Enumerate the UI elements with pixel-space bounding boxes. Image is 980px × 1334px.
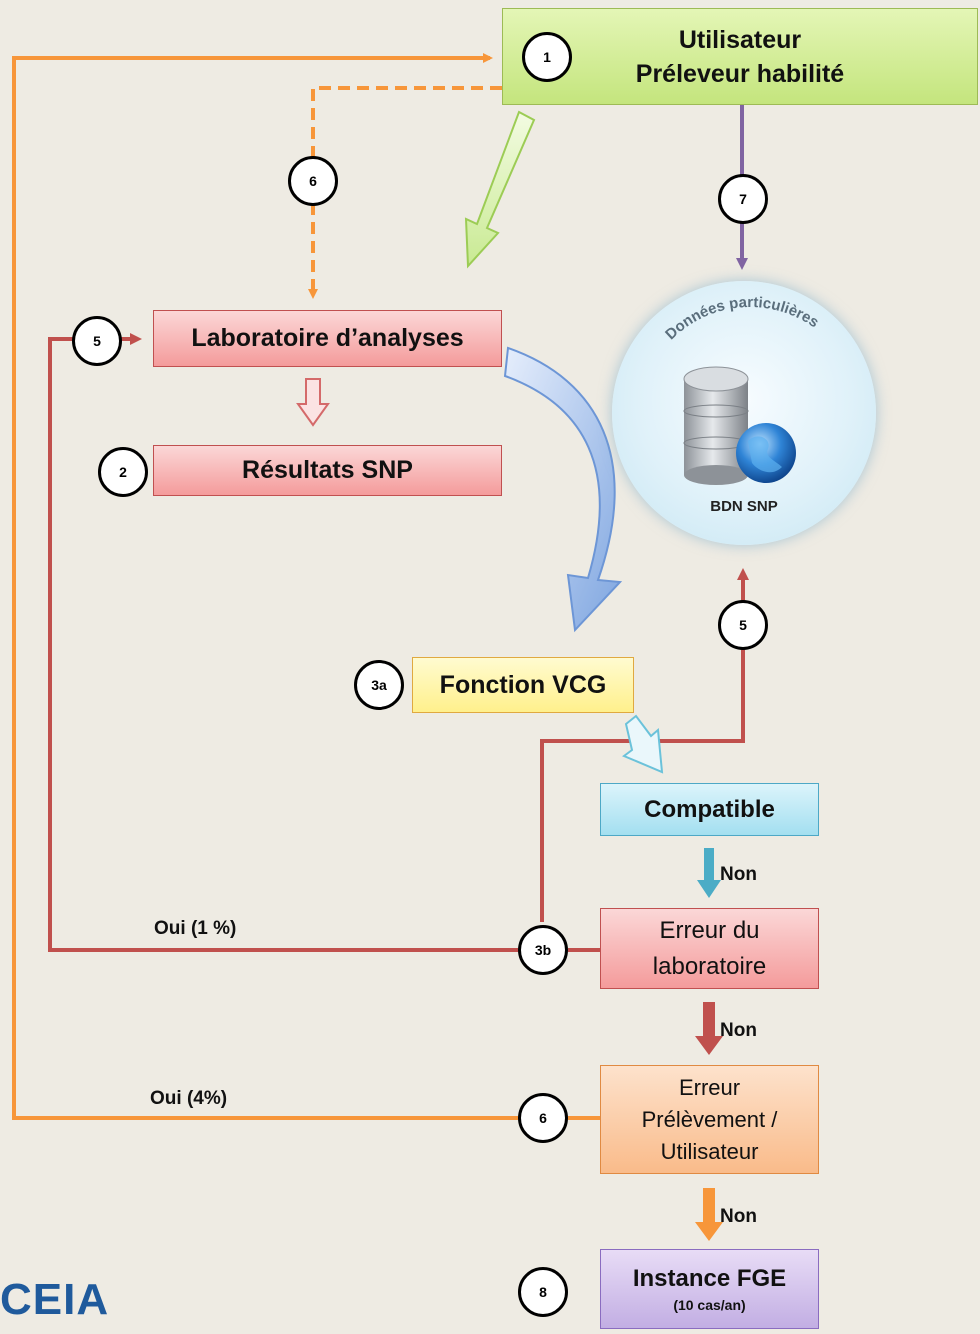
label-non-erreur-prel: Non bbox=[720, 1206, 757, 1227]
database-caption: BDN SNP bbox=[710, 498, 778, 515]
node-erreur-prelevement: Erreur Prélèvement / Utilisateur bbox=[600, 1065, 819, 1174]
node-utilisateur: Utilisateur Préleveur habilité bbox=[502, 8, 978, 105]
database-arc-label: Données particulières bbox=[662, 294, 822, 343]
step-1-badge: 1 bbox=[522, 32, 572, 82]
fonction-vcg-label: Fonction VCG bbox=[439, 670, 607, 699]
label-oui-4: Oui (4%) bbox=[150, 1088, 228, 1109]
erreur-prel-line2: Prélèvement / bbox=[641, 1106, 778, 1132]
erreur-labo-line1: Erreur du bbox=[659, 916, 760, 944]
step-6-bottom-badge: 6 bbox=[518, 1093, 568, 1143]
label-non-compatible: Non bbox=[720, 864, 757, 885]
curved-blue-arrow bbox=[503, 346, 623, 633]
step-5-left-badge: 5 bbox=[72, 316, 122, 366]
step-8-badge: 8 bbox=[518, 1267, 568, 1317]
teal-non-arrow bbox=[697, 848, 721, 898]
database-circle: Données particulières bbox=[612, 281, 876, 545]
erreur-prel-line3: Utilisateur bbox=[660, 1138, 759, 1164]
utilisateur-line2: Préleveur habilité bbox=[635, 59, 845, 88]
dashed-recollect-connector bbox=[308, 86, 502, 299]
step-3a-badge: 3a bbox=[354, 660, 404, 710]
loop-oui-4-connector bbox=[12, 53, 518, 1120]
red-down-arrow bbox=[296, 378, 330, 427]
fge-line2: (10 cas/an) bbox=[673, 1297, 746, 1313]
step-6-top-badge: 6 bbox=[288, 156, 338, 206]
loop-oui-1-connector bbox=[48, 333, 518, 952]
erreur-prel-line1: Erreur bbox=[678, 1074, 741, 1100]
red-non-arrow bbox=[695, 1002, 723, 1055]
node-resultats-snp: Résultats SNP bbox=[153, 445, 502, 496]
utilisateur-line1: Utilisateur bbox=[678, 25, 802, 54]
node-laboratoire: Laboratoire d’analyses bbox=[153, 310, 502, 367]
orange-non-arrow bbox=[695, 1188, 723, 1241]
step-5-right-badge: 5 bbox=[718, 600, 768, 650]
laboratoire-label: Laboratoire d’analyses bbox=[191, 324, 464, 352]
step-7-badge: 7 bbox=[718, 174, 768, 224]
label-non-erreur-labo: Non bbox=[720, 1020, 757, 1041]
fge-line1: Instance FGE bbox=[632, 1265, 787, 1292]
resultats-label: Résultats SNP bbox=[242, 456, 413, 484]
label-oui-1: Oui (1 %) bbox=[154, 918, 237, 939]
node-instance-fge: Instance FGE (10 cas/an) bbox=[600, 1249, 819, 1329]
erreur-labo-line2: laboratoire bbox=[652, 952, 767, 980]
step-3b-badge: 3b bbox=[518, 925, 568, 975]
node-erreur-laboratoire: Erreur du laboratoire bbox=[600, 908, 819, 989]
teal-diag-arrow bbox=[622, 714, 664, 774]
compatible-label: Compatible bbox=[644, 795, 775, 823]
step-2-badge: 2 bbox=[98, 447, 148, 497]
database-globe-icon bbox=[683, 366, 796, 485]
node-compatible: Compatible bbox=[600, 783, 819, 836]
ceia-logo: CEIA bbox=[0, 1275, 110, 1324]
green-arrow bbox=[464, 110, 536, 269]
node-fonction-vcg: Fonction VCG bbox=[412, 657, 634, 713]
